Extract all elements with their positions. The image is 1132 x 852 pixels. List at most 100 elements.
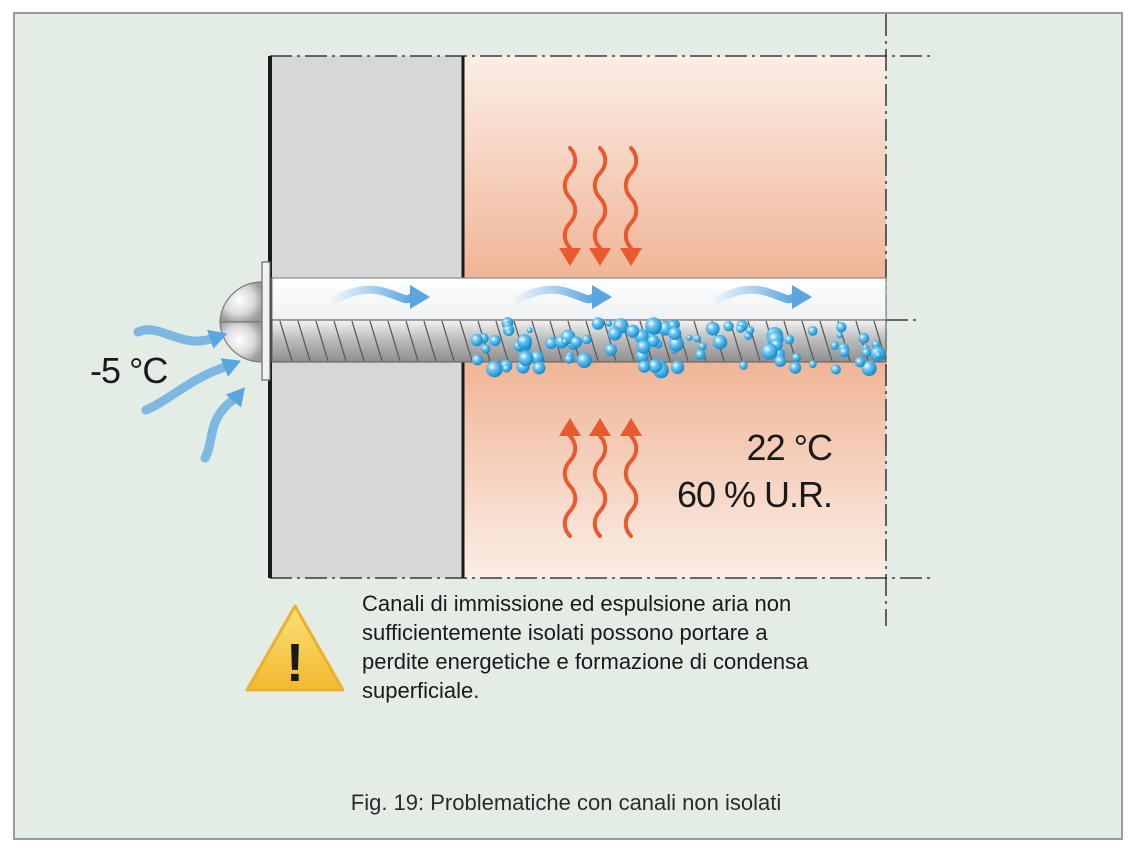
heat-arrow — [559, 146, 581, 266]
condensation-droplet-icon — [481, 344, 491, 354]
pipe-rib — [801, 320, 815, 362]
condensation-droplet-icon — [705, 321, 720, 336]
condensation-droplet-icon — [470, 333, 484, 347]
pipe-rib — [405, 320, 419, 362]
condensation-droplet-icon — [858, 332, 870, 344]
pipe-rib — [315, 320, 329, 362]
condensation-droplet-icon — [532, 361, 546, 375]
condensation-droplet-icon — [712, 334, 728, 350]
condensation-droplet-icon — [830, 341, 839, 350]
figure-caption: Fig. 19: Problematiche con canali non is… — [351, 790, 781, 815]
condensation-droplet-icon — [670, 360, 685, 374]
condensation-droplet-icon — [486, 360, 503, 378]
condensation-droplet-icon — [626, 324, 640, 338]
condensation-droplet-icon — [645, 317, 662, 335]
heat-arrow — [620, 418, 642, 538]
condensation-droplet-icon — [761, 343, 778, 360]
warning-text-line-2: sufficientemente isolati possono portare… — [362, 620, 768, 645]
condensation-droplet-icon — [839, 346, 850, 358]
condensation-droplet-icon — [807, 326, 818, 336]
condensation-droplet-icon — [607, 326, 622, 341]
condensation-droplet-icon — [854, 356, 866, 368]
condensation-droplet-icon — [489, 334, 501, 347]
condensation-droplet-icon — [591, 317, 605, 330]
channel-air-arrow — [326, 285, 430, 309]
condensation-droplet-icon — [739, 361, 748, 370]
cold-air-inflow-icon — [133, 325, 245, 463]
inside-humidity-label: 60 % U.R. — [677, 474, 832, 515]
wall-bottom — [270, 362, 464, 578]
condensation-droplet-icon — [830, 364, 841, 375]
condensation-droplet-icon — [581, 334, 592, 345]
condensation-droplet-icon — [784, 334, 795, 345]
pipe-rib — [387, 320, 401, 362]
pipe-rib — [369, 320, 383, 362]
condensation-droplet-icon — [604, 343, 618, 356]
pipe-rib — [333, 320, 347, 362]
pipe-rib — [297, 320, 311, 362]
condensation-droplet-icon — [736, 324, 745, 333]
condensation-droplet-icon — [789, 361, 802, 374]
wall-plate — [261, 261, 271, 381]
condensation-droplet-icon — [686, 334, 693, 341]
condensation-droplet-icon — [836, 322, 847, 333]
condensation-droplet-icon — [874, 351, 882, 359]
condensation-droplet-icon — [861, 347, 872, 358]
pipe-rib — [441, 320, 455, 362]
inside-temperature-label: 22 °C — [747, 427, 832, 468]
warning-text-line-3: perdite energetiche e formazione di cond… — [362, 649, 809, 674]
condensation-droplet-icon — [774, 355, 787, 367]
condensation-droplet-icon — [517, 334, 532, 349]
condensation-droplet-icon — [668, 327, 682, 340]
outside-temperature-label: -5 °C — [90, 350, 167, 391]
warm-room-top — [464, 56, 886, 278]
condensation-droplet-icon — [505, 328, 513, 337]
pipe-rib — [495, 320, 509, 362]
condensation-droplet-icon — [746, 326, 755, 335]
condensation-droplet-icon — [561, 338, 569, 345]
pipe-rib — [423, 320, 437, 362]
condensation-droplet-icon — [861, 360, 877, 376]
channel-air-arrow — [708, 285, 812, 309]
warning-triangle-icon — [245, 604, 345, 692]
outside-air-arrow — [133, 325, 228, 349]
condensation-droplet-icon — [647, 334, 660, 347]
pipe-rib — [279, 320, 293, 362]
condensation-droplet-icon — [605, 320, 613, 327]
condensation-droplet-icon — [545, 337, 558, 349]
heat-arrow — [589, 418, 611, 538]
heat-wave-icon-bottom — [559, 418, 642, 538]
section-lines — [270, 14, 934, 626]
condensation-droplet-icon — [648, 359, 663, 374]
condensation-droplet-icon — [502, 364, 511, 373]
condensation-droplet-icon — [668, 336, 684, 352]
condensation-droplet-icon — [693, 334, 701, 343]
condensation-droplets — [470, 317, 886, 379]
warning-text-line-4: superficiale. — [362, 678, 479, 703]
condensation-droplet-icon — [723, 321, 734, 332]
grille-cap-bottom — [219, 321, 263, 363]
condensation-droplet-icon — [526, 327, 533, 334]
heat-arrow — [559, 418, 581, 538]
condensation-droplet-icon — [518, 350, 534, 367]
warning-text-line-1: Canali di immissione ed espulsione aria … — [362, 591, 791, 616]
condensation-droplet-icon — [570, 336, 583, 348]
heat-arrow — [589, 146, 611, 266]
condensation-droplet-icon — [836, 332, 843, 339]
condensation-droplet-icon — [471, 354, 483, 366]
condensation-droplet-icon — [530, 350, 544, 365]
condensation-droplet-icon — [636, 340, 651, 354]
heat-arrow — [620, 146, 642, 266]
cold-air-icon — [326, 285, 812, 309]
outside-air-arrow — [141, 358, 241, 415]
pipe-rib — [351, 320, 365, 362]
condensation-droplet-icon — [791, 352, 801, 362]
condensation-droplet-icon — [564, 354, 574, 364]
pipe-rib — [459, 320, 473, 362]
condensation-droplet-icon — [809, 360, 817, 369]
pipe-rib — [585, 320, 599, 362]
pipe-rib — [819, 320, 833, 362]
warning-exclamation: ! — [286, 633, 304, 693]
